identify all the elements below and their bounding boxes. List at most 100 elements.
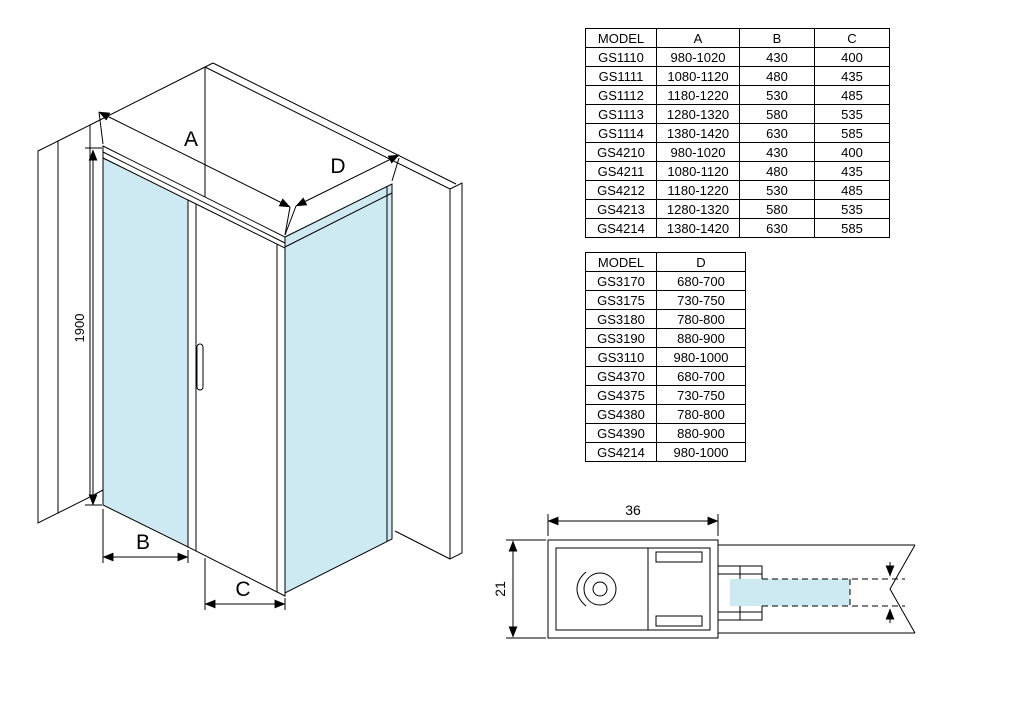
glass-pane-section: [730, 578, 905, 607]
sliding-door-assembly: [102, 145, 286, 597]
table-cell: GS3170: [585, 271, 657, 291]
table-cell: 1180-1220: [656, 85, 740, 105]
table-cell: 880-900: [656, 423, 746, 443]
table-cell: GS1111: [585, 66, 657, 86]
table-cell: 730-750: [656, 385, 746, 405]
table-cell: GS3190: [585, 328, 657, 348]
dimension-label-b: B: [136, 531, 150, 554]
table-cell: 980-1000: [656, 442, 746, 462]
table-cell: 780-800: [656, 309, 746, 329]
isometric-enclosure-drawing: A D 1900 B: [37, 62, 463, 610]
table-cell: 880-900: [656, 328, 746, 348]
table-cell: 400: [814, 142, 890, 162]
dimension-label-height: 1900: [72, 314, 87, 343]
dimension-height: 1900: [72, 147, 102, 506]
table-cell: GS4375: [585, 385, 657, 405]
table-cell: GS4212: [585, 180, 657, 200]
dimension-label-a: A: [184, 128, 198, 151]
table-cell: GS4210: [585, 142, 657, 162]
table-cell: 585: [814, 218, 890, 238]
table-cell: 535: [814, 199, 890, 219]
table-cell: 580: [739, 104, 815, 124]
column-header: D: [656, 252, 746, 272]
table-cell: 980-1000: [656, 347, 746, 367]
dimension-label-c: C: [235, 578, 250, 601]
column-header: B: [739, 28, 815, 48]
table-cell: 435: [814, 66, 890, 86]
table-cell: GS4213: [585, 199, 657, 219]
dimension-label-36: 36: [625, 502, 641, 518]
side-panel-glass: [284, 183, 393, 594]
table-cell: GS1114: [585, 123, 657, 143]
wall-profile-body: [547, 539, 719, 639]
column-header: MODEL: [585, 252, 657, 272]
table-cell: 630: [739, 123, 815, 143]
table-cell: 680-700: [656, 271, 746, 291]
table-cell: 1280-1320: [656, 199, 740, 219]
table-cell: GS1112: [585, 85, 657, 105]
table-cell: 1180-1220: [656, 180, 740, 200]
table-cell: 585: [814, 123, 890, 143]
table-cell: 400: [814, 47, 890, 67]
table-cell: GS3175: [585, 290, 657, 310]
dimension-a: A: [98, 111, 291, 236]
door-handle: [196, 343, 204, 391]
dimension-profile-depth: 21: [492, 539, 546, 639]
dimension-label-d: D: [330, 155, 345, 178]
table-cell: GS3110: [585, 347, 657, 367]
table-cell: 430: [739, 47, 815, 67]
table-cell: GS1110: [585, 47, 657, 67]
table-cell: GS4380: [585, 404, 657, 424]
table-cell: 435: [814, 161, 890, 181]
table-cell: GS1113: [585, 104, 657, 124]
table-cell: 485: [814, 180, 890, 200]
table-cell: 1280-1320: [656, 104, 740, 124]
table-cell: 1080-1120: [656, 66, 740, 86]
table-cell: 1380-1420: [656, 123, 740, 143]
table-cell: GS4214: [585, 442, 657, 462]
table-cell: 1380-1420: [656, 218, 740, 238]
table-cell: 485: [814, 85, 890, 105]
table-cell: GS4211: [585, 161, 657, 181]
dimension-d: D: [284, 154, 400, 236]
table-cell: 480: [739, 66, 815, 86]
table-cell: 680-700: [656, 366, 746, 386]
column-header: MODEL: [585, 28, 657, 48]
table-cell: 480: [739, 161, 815, 181]
table-cell: 780-800: [656, 404, 746, 424]
dimension-label-21: 21: [492, 581, 508, 597]
table-cell: 530: [739, 85, 815, 105]
table-cell: 630: [739, 218, 815, 238]
table-cell: 530: [739, 180, 815, 200]
table-cell: 535: [814, 104, 890, 124]
table-cell: GS4214: [585, 218, 657, 238]
sliding-glass-section: [187, 199, 286, 597]
profile-cross-section-drawing: 36 21: [492, 502, 916, 639]
column-header: C: [814, 28, 890, 48]
table-cell: GS3180: [585, 309, 657, 329]
break-mark: [718, 544, 916, 634]
right-wall: [204, 62, 463, 560]
